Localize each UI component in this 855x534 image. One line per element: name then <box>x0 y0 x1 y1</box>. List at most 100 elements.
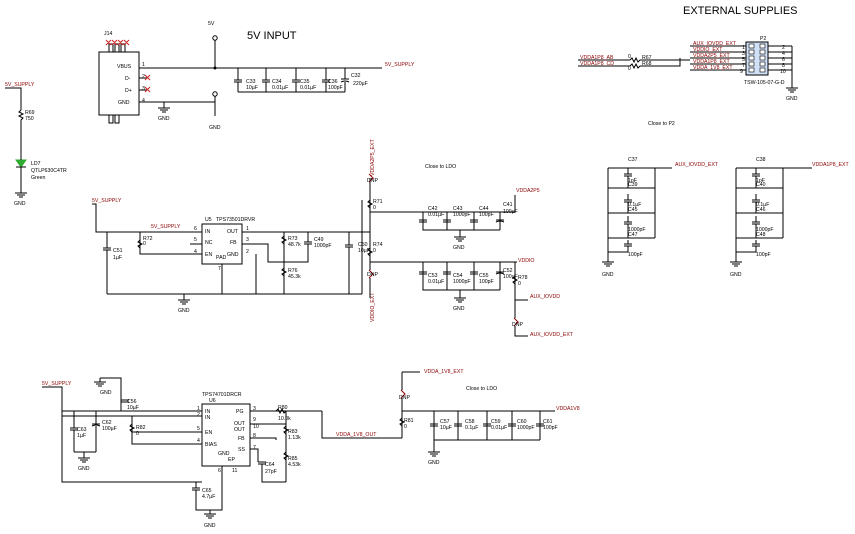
j14-pin-dplus: D+ <box>125 88 132 94</box>
svg-text:C45: C45 <box>628 207 638 213</box>
svg-text:IN: IN <box>205 415 210 421</box>
svg-text:5V_SUPPLY: 5V_SUPPLY <box>151 224 181 230</box>
svg-text:OUT: OUT <box>234 427 246 433</box>
svg-text:C48: C48 <box>756 232 766 238</box>
svg-text:C64: C64 <box>265 462 275 468</box>
svg-text:4: 4 <box>782 51 785 57</box>
svg-text:C63: C63 <box>77 427 87 433</box>
svg-text:5: 5 <box>194 237 197 243</box>
svg-text:1000pF: 1000pF <box>453 212 471 218</box>
svg-text:VDDIO_EXT: VDDIO_EXT <box>370 292 376 322</box>
svg-text:100pF: 100pF <box>628 252 643 258</box>
svg-text:9: 9 <box>740 69 743 75</box>
svg-text:BIAS: BIAS <box>205 442 217 448</box>
svg-text:1µF: 1µF <box>113 255 122 261</box>
svg-text:11: 11 <box>232 468 237 474</box>
svg-text:GND: GND <box>100 390 112 396</box>
svg-text:4: 4 <box>142 98 145 104</box>
svg-text:R74: R74 <box>373 242 383 248</box>
svg-text:P2: P2 <box>760 36 766 42</box>
svg-text:2: 2 <box>246 249 249 255</box>
svg-text:6: 6 <box>218 468 221 474</box>
svg-text:750: 750 <box>25 116 34 122</box>
svg-text:GND: GND <box>227 252 239 258</box>
svg-text:U6: U6 <box>209 398 216 404</box>
svg-text:100µF: 100µF <box>102 426 117 432</box>
svg-text:0: 0 <box>373 205 376 211</box>
svg-text:GND: GND <box>178 308 190 314</box>
ldo-u5: 5V_SUPPLY 5V_SUPPLY U5 TPS73501DRVR IN N… <box>92 198 383 314</box>
svg-text:10µF: 10µF <box>440 425 452 431</box>
svg-text:8: 8 <box>253 433 256 439</box>
svg-text:QTLP630C4TR: QTLP630C4TR <box>31 168 67 174</box>
svg-text:R80: R80 <box>278 405 288 411</box>
led-icon <box>15 159 27 168</box>
svg-text:100pF: 100pF <box>479 279 494 285</box>
svg-text:R68: R68 <box>642 61 652 67</box>
svg-text:7: 7 <box>218 266 221 272</box>
svg-text:27pF: 27pF <box>265 469 277 475</box>
svg-text:R83: R83 <box>288 429 298 435</box>
svg-text:48.7k: 48.7k <box>288 242 301 248</box>
svg-text:GND: GND <box>602 272 614 278</box>
svg-text:C53: C53 <box>428 273 438 279</box>
svg-text:10: 10 <box>780 69 786 75</box>
svg-text:VDDA_1V8_EXT: VDDA_1V8_EXT <box>693 65 733 71</box>
svg-text:0.1µF: 0.1µF <box>628 202 641 208</box>
svg-text:C59: C59 <box>491 419 501 425</box>
svg-text:5: 5 <box>742 57 745 63</box>
svg-text:5V_SUPPLY: 5V_SUPPLY <box>5 82 35 88</box>
svg-text:GND: GND <box>428 460 440 466</box>
svg-text:AUX_IOVDD: AUX_IOVDD <box>530 294 560 300</box>
svg-text:VDDA1V8: VDDA1V8 <box>556 406 580 412</box>
svg-text:C49: C49 <box>314 237 324 243</box>
svg-text:C57: C57 <box>440 419 450 425</box>
svg-text:VDDA2P5_EXT: VDDA2P5_EXT <box>370 139 376 176</box>
svg-text:R78: R78 <box>518 275 528 281</box>
svg-text:0: 0 <box>136 431 139 437</box>
svg-text:NC: NC <box>205 240 213 246</box>
svg-text:TPS73501DRVR: TPS73501DRVR <box>216 217 255 223</box>
svg-text:C44: C44 <box>479 206 489 212</box>
svg-text:AUX_IOVDD_EXT: AUX_IOVDD_EXT <box>693 41 737 47</box>
svg-text:VDDIO: VDDIO <box>518 258 534 264</box>
svg-text:C56: C56 <box>127 399 137 405</box>
dnp-label-3: DNP <box>512 322 523 328</box>
svg-text:7: 7 <box>253 445 256 451</box>
svg-text:IN: IN <box>205 409 210 415</box>
svg-text:100µF: 100µF <box>503 209 518 215</box>
svg-text:2: 2 <box>142 74 145 80</box>
svg-text:6: 6 <box>782 57 785 63</box>
svg-text:0: 0 <box>143 241 146 247</box>
svg-text:VDDA2P5_EXT: VDDA2P5_EXT <box>693 53 730 59</box>
svg-text:LD7: LD7 <box>31 161 41 167</box>
svg-text:100µF: 100µF <box>503 274 518 280</box>
svg-text:C47: C47 <box>628 232 638 238</box>
svg-text:4: 4 <box>194 249 197 255</box>
svg-text:U5: U5 <box>205 217 212 223</box>
dnp-label-4: DNP <box>399 395 410 401</box>
svg-text:OUT: OUT <box>234 421 246 427</box>
heading-external-supplies: EXTERNAL SUPPLIES <box>683 5 798 17</box>
svg-text:5V_SUPPLY: 5V_SUPPLY <box>42 381 72 387</box>
svg-text:C55: C55 <box>479 273 489 279</box>
svg-text:R82: R82 <box>136 425 146 431</box>
svg-text:PG: PG <box>236 409 244 415</box>
svg-text:3: 3 <box>142 86 145 92</box>
svg-text:GND: GND <box>204 523 216 529</box>
svg-text:R67: R67 <box>642 55 652 61</box>
svg-text:EP: EP <box>228 457 235 463</box>
svg-text:220µF: 220µF <box>353 81 368 87</box>
svg-text:VDDA1P8_AB: VDDA1P8_AB <box>580 55 614 61</box>
u6-body <box>201 403 251 467</box>
svg-text:GND: GND <box>158 116 170 122</box>
svg-text:C46: C46 <box>756 207 766 213</box>
svg-text:IN: IN <box>205 229 210 235</box>
svg-text:C52: C52 <box>503 268 513 274</box>
svg-text:1000pF: 1000pF <box>517 425 535 431</box>
